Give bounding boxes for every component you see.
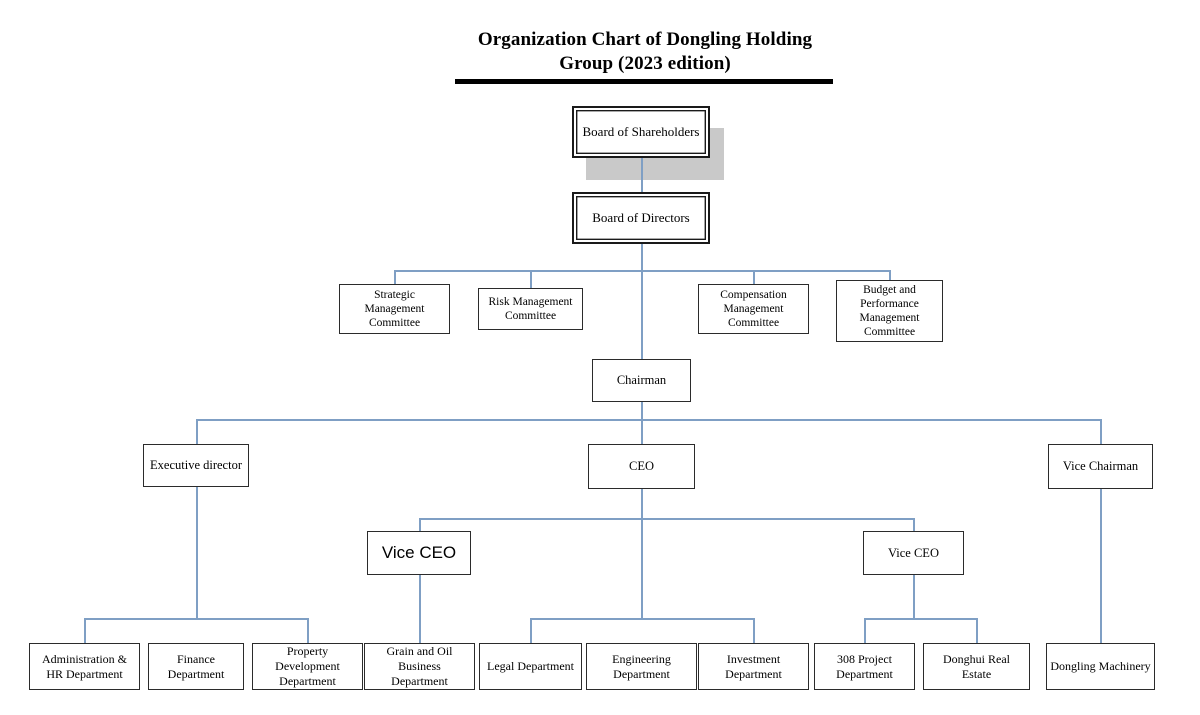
connector-bus-to-budget <box>889 270 891 280</box>
node-board-of-directors[interactable]: Board of Directors <box>572 192 710 244</box>
node-label: Strategic Management Committee <box>364 289 425 329</box>
node-budget-performance-management-committee[interactable]: Budget and Performance Management Commit… <box>836 280 943 342</box>
node-legal-department[interactable]: Legal Department <box>479 643 582 690</box>
node-label: Board of Shareholders <box>582 124 700 139</box>
node-board-of-shareholders[interactable]: Board of Shareholders <box>572 106 710 158</box>
node-dongling-machinery[interactable]: Dongling Machinery <box>1046 643 1155 690</box>
node-executive-director[interactable]: Executive director <box>143 444 249 487</box>
node-ceo[interactable]: CEO <box>588 444 695 489</box>
node-label: Dongling Machinery <box>1050 659 1151 673</box>
title-line-1: Organization Chart of Dongling Holding <box>477 29 813 50</box>
node-label: Engineering Department <box>612 651 671 681</box>
connector-bus-to-vice-ceo-left <box>419 518 421 531</box>
connector-bus-to-project-308 <box>864 618 866 643</box>
node-label: Budget and Performance Management Commit… <box>859 284 920 338</box>
node-label: Finance Department <box>167 651 225 681</box>
connector-exec-director-bus <box>84 618 308 620</box>
connector-chairman-bus <box>196 419 1101 421</box>
connector-bus-to-legal <box>530 618 532 643</box>
node-label: Board of Directors <box>592 210 690 225</box>
node-label: Executive director <box>150 458 242 472</box>
connector-exec-director-drop <box>196 487 198 618</box>
node-grain-and-oil-business-department[interactable]: Grain and Oil Business Department <box>364 643 475 690</box>
connector-bus-to-donghui <box>976 618 978 643</box>
connector-chairman-drop <box>641 402 643 444</box>
node-label: Investment Department <box>725 651 782 681</box>
node-label: 308 Project Department <box>836 651 893 681</box>
node-label: Risk Management Committee <box>488 296 573 322</box>
connector-committee-bus <box>394 270 890 272</box>
connector-vice-ceo-left-to-grain-oil <box>419 575 421 643</box>
node-308-project-department[interactable]: 308 Project Department <box>814 643 915 690</box>
connector-bus-to-vice-ceo-right <box>913 518 915 531</box>
node-strategic-management-committee[interactable]: Strategic Management Committee <box>339 284 450 334</box>
connector-bus-to-admin-hr <box>84 618 86 643</box>
page-title: Organization Chart of Dongling Holding G… <box>455 28 835 84</box>
node-label: Compensation Management Committee <box>720 289 787 329</box>
node-property-development-department[interactable]: Property Development Department <box>252 643 363 690</box>
connector-bus-to-investment <box>753 618 755 643</box>
node-investment-department[interactable]: Investment Department <box>698 643 809 690</box>
connector-directors-drop <box>641 244 643 359</box>
node-label: Chairman <box>616 373 667 387</box>
node-finance-department[interactable]: Finance Department <box>148 643 244 690</box>
node-chairman[interactable]: Chairman <box>592 359 691 402</box>
connector-bus-to-compensation <box>753 270 755 284</box>
title-underline <box>455 79 833 84</box>
connector-bus-to-vice-chairman <box>1100 419 1102 444</box>
connector-bus-to-exec-director <box>196 419 198 444</box>
connector-ceo-dept-bus <box>530 618 754 620</box>
node-label: Property Development Department <box>275 644 340 688</box>
connector-vice-chairman-to-machinery <box>1100 489 1102 643</box>
node-risk-management-committee[interactable]: Risk Management Committee <box>478 288 583 330</box>
node-vice-ceo-right[interactable]: Vice CEO <box>863 531 964 575</box>
connector-vice-ceo-right-bus <box>864 618 977 620</box>
node-donghui-real-estate[interactable]: Donghui Real Estate <box>923 643 1030 690</box>
connector-shareholders-to-directors <box>641 158 643 192</box>
node-vice-ceo-left[interactable]: Vice CEO <box>367 531 471 575</box>
node-vice-chairman[interactable]: Vice Chairman <box>1048 444 1153 489</box>
node-compensation-management-committee[interactable]: Compensation Management Committee <box>698 284 809 334</box>
node-administration-hr-department[interactable]: Administration & HR Department <box>29 643 140 690</box>
node-label: Vice CEO <box>381 543 457 562</box>
connector-vice-ceo-right-drop <box>913 575 915 618</box>
connector-bus-to-strategic <box>394 270 396 284</box>
node-label: Vice Chairman <box>1062 459 1139 473</box>
node-label: Vice CEO <box>888 545 939 560</box>
node-label: CEO <box>629 459 654 473</box>
node-label: Legal Department <box>487 659 574 673</box>
title-line-2: Group (2023 edition) <box>559 53 731 74</box>
connector-ceo-drop <box>641 489 643 618</box>
node-label: Grain and Oil Business Department <box>386 644 453 688</box>
node-label: Administration & HR Department <box>42 651 127 681</box>
connector-bus-to-property <box>307 618 309 643</box>
node-label: Donghui Real Estate <box>943 651 1010 681</box>
node-engineering-department[interactable]: Engineering Department <box>586 643 697 690</box>
connector-ceo-vice-bus <box>419 518 914 520</box>
connector-bus-to-risk <box>530 270 532 288</box>
